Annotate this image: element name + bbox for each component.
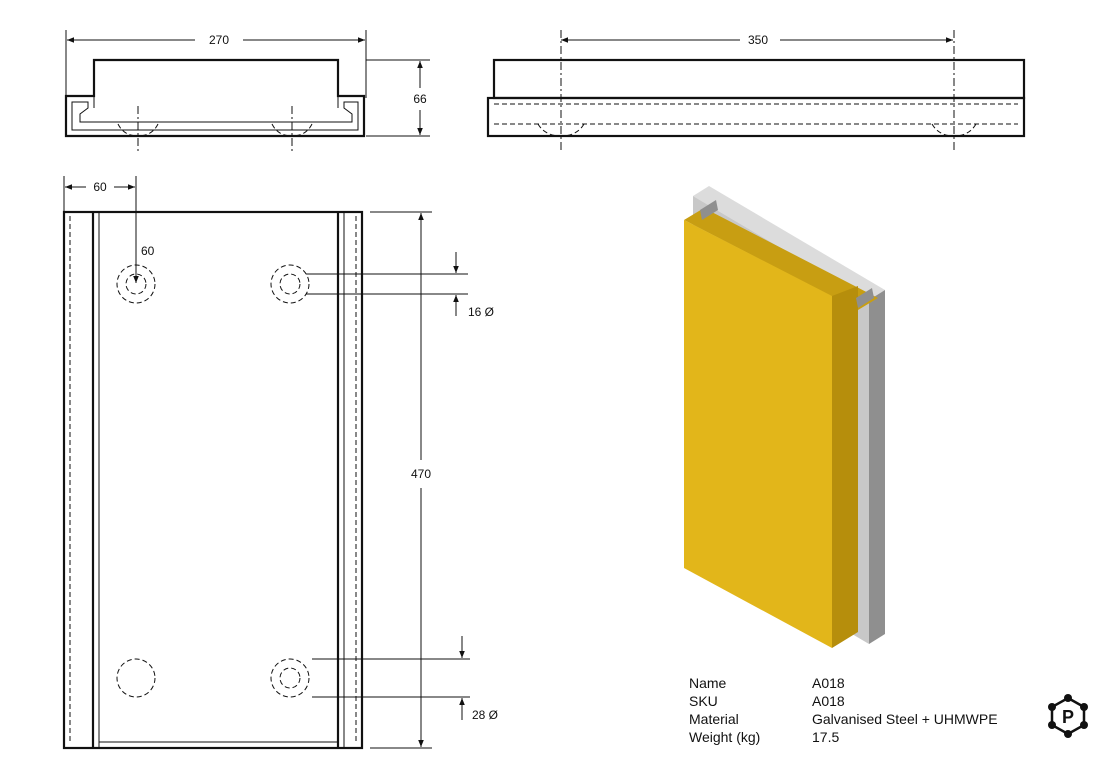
spec-value-material: Galvanised Steel + UHMWPE [812,711,998,727]
hole-offset-y-label: 60 [141,244,155,258]
front-view: 270 66 [64,30,430,152]
pad-side [832,286,858,648]
side-length-label: 350 [748,33,768,47]
logo-letter: P [1062,707,1074,727]
plan-view: 60 60 16 Ø 470 28 Ø [62,176,498,750]
hole-offset-x-label: 60 [93,180,107,194]
front-height-label: 66 [413,92,427,106]
hole-bottom-right [270,658,310,698]
front-width-label: 270 [209,33,229,47]
steel-top [693,186,885,300]
overall-length-label: 470 [411,467,431,481]
spec-label-name: Name [689,675,727,691]
hole-top-right [270,264,310,304]
spec-label-material: Material [689,711,739,727]
spec-value-name: A018 [812,675,845,691]
hole-small-dia-label: 16 Ø [468,305,494,319]
spec-label-weight: Weight (kg) [689,729,760,745]
hole-large-dia-label: 28 Ø [472,708,498,722]
isometric-view [684,186,885,648]
pad-top [684,208,878,310]
spec-value-sku: A018 [812,693,845,709]
hole-bottom-left [116,658,156,698]
side-view: 350 [486,30,1026,150]
spec-table: Name A018 SKU A018 Material Galvanised S… [689,675,998,745]
spec-value-weight: 17.5 [812,729,839,745]
spec-label-sku: SKU [689,693,718,709]
pad-face [684,220,832,648]
steel-side [869,290,885,644]
brand-logo-icon: P [1048,694,1088,738]
